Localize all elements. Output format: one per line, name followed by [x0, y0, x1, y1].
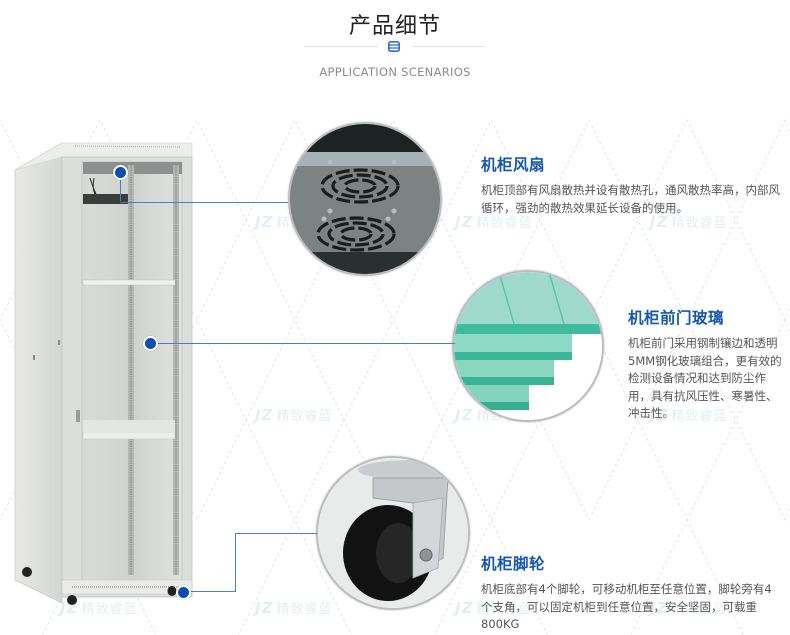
feature-description: 机柜底部有4个脚轮，可移动机柜至任意位置，脚轮旁有4个支角，可以固定机柜到任意位…: [481, 582, 772, 631]
feature-fan: 机柜风扇 机柜顶部有风扇散热并设有散热孔，通风散热率高，内部风循环，强劲的散热效…: [481, 153, 781, 217]
connector-caster-vertical: [235, 533, 236, 592]
section-title: 产品细节: [348, 14, 441, 39]
connector-fan: [120, 202, 288, 203]
caster-detail-image: [316, 456, 470, 610]
feature-description: 机柜顶部有风扇散热并设有散热孔，通风散热率高，内部风循环，强劲的散热效果延长设备…: [481, 183, 780, 215]
feature-description: 机柜前门采用钢制镶边和透明5MM钢化玻璃组合，更有效的检测设备情况和达到防尘作用…: [628, 336, 782, 420]
header-divider-right: [412, 46, 485, 47]
feature-title: 机柜脚轮: [481, 555, 546, 573]
feature-title: 机柜前门玻璃: [628, 309, 725, 327]
hotspot-fan[interactable]: [113, 165, 128, 180]
hotspot-caster[interactable]: [176, 585, 191, 600]
header-divider-left: [305, 46, 378, 47]
hotspot-glass[interactable]: [143, 336, 158, 351]
feature-title: 机柜风扇: [481, 156, 546, 174]
fan-detail-image: [288, 122, 442, 276]
connector-glass: [150, 343, 455, 344]
feature-caster: 机柜脚轮 机柜底部有4个脚轮，可移动机柜至任意位置，脚轮旁有4个支角，可以固定机…: [481, 552, 781, 634]
connector-fan-vertical: [120, 174, 121, 201]
list-box-icon: [388, 41, 400, 52]
glass-detail-image: [452, 270, 604, 422]
feature-glass: 机柜前门玻璃 机柜前门采用钢制镶边和透明5MM钢化玻璃组合，更有效的检测设备情况…: [628, 306, 788, 423]
connector-caster-top: [235, 533, 317, 534]
cabinet-image: [14, 142, 193, 605]
section-subtitle: APPLICATION SCENARIOS: [319, 65, 471, 79]
connector-caster: [190, 591, 236, 592]
